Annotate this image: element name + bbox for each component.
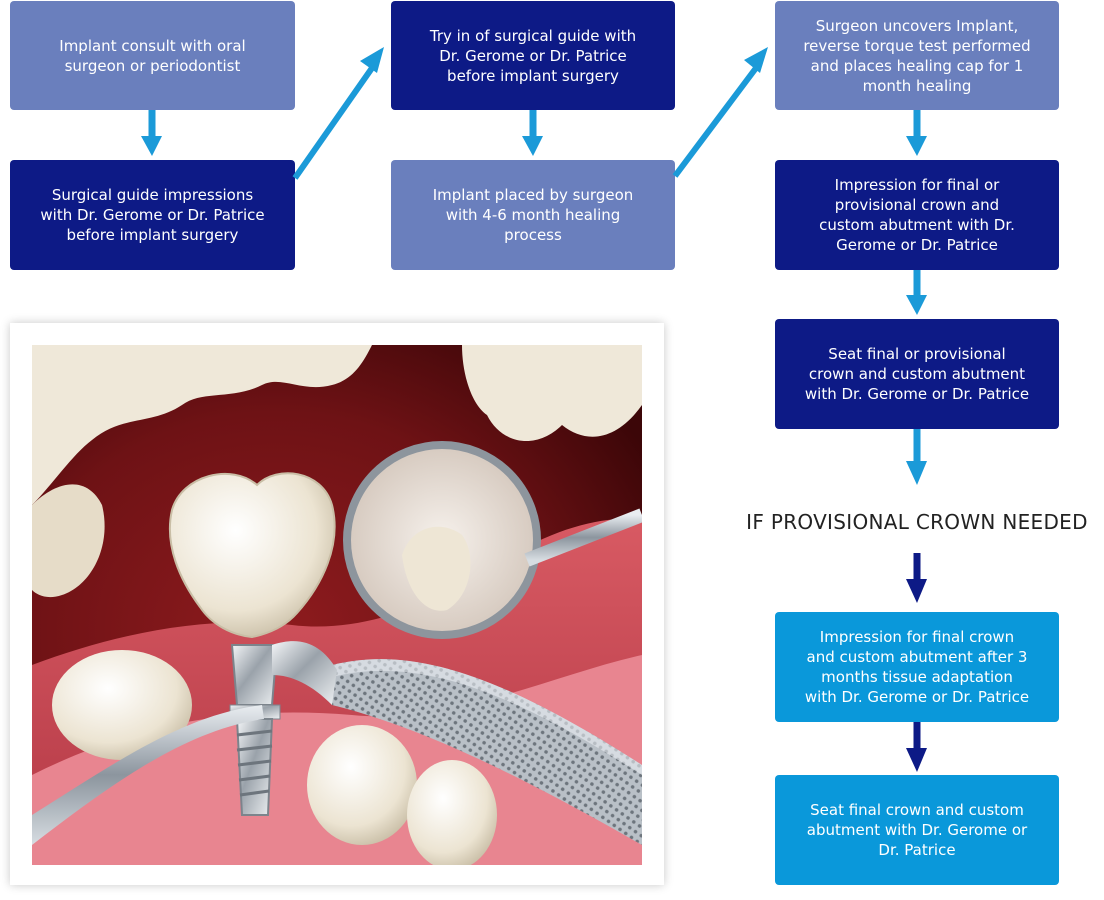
arrow-tryin-to-implant <box>522 110 543 156</box>
arrow-impression-to-seat <box>906 270 927 315</box>
arrow-seat-to-condition <box>906 429 927 485</box>
illustration-frame <box>10 323 664 885</box>
arrow-implant-to-uncover <box>672 66 759 178</box>
condition-label: IF PROVISIONAL CROWN NEEDED <box>746 510 1088 534</box>
arrow-head-implant-to-uncover <box>744 47 768 73</box>
arrow-uncover-to-impression <box>906 110 927 156</box>
dental-implant-illustration <box>32 345 642 865</box>
step-uncover-implant: Surgeon uncovers Implant,reverse torque … <box>775 1 1059 110</box>
arrow-guide-to-tryin <box>292 66 375 180</box>
arrow-condition-to-provisional <box>906 553 927 603</box>
arrow-provisional-to-final <box>906 722 927 772</box>
arrow-head-guide-to-tryin <box>360 47 384 73</box>
arrow-consult-to-guide <box>141 110 162 156</box>
